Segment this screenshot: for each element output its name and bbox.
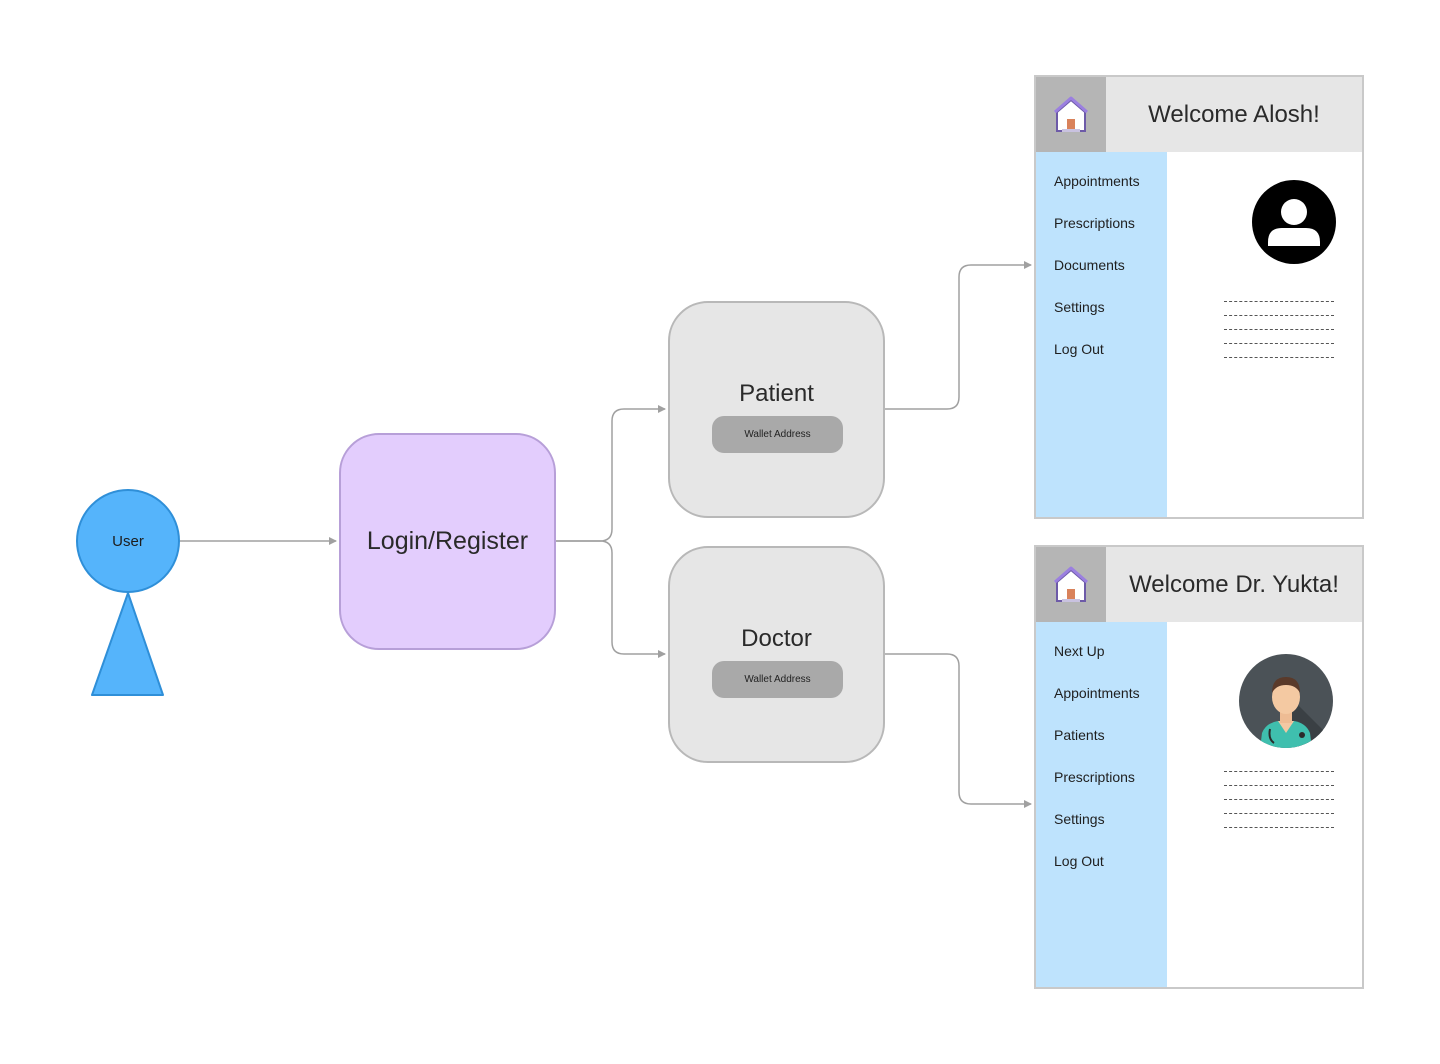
sidebar-item-patients[interactable]: Patients (1054, 727, 1105, 743)
connector-login-doctor (556, 540, 666, 658)
doctor-sidebar: Next Up Appointments Patients Prescripti… (1036, 622, 1167, 987)
connector-login-patient (556, 405, 666, 542)
home-icon (1054, 96, 1088, 132)
login-register-node: Login/Register (339, 433, 556, 650)
patient-profile-placeholder-lines (1224, 301, 1334, 371)
connector-patient-dashboard (885, 261, 1032, 410)
sidebar-item-log-out[interactable]: Log Out (1054, 341, 1104, 357)
doctor-wallet-address: Wallet Address (712, 661, 843, 698)
user-label: User (112, 532, 144, 550)
sidebar-item-appointments[interactable]: Appointments (1054, 173, 1140, 189)
sidebar-item-settings[interactable]: Settings (1054, 299, 1105, 315)
connector-doctor-dashboard (885, 653, 1032, 808)
patient-dashboard: Welcome Alosh! Appointments Prescription… (1034, 75, 1364, 519)
doctor-welcome-title: Welcome Dr. Yukta! (1129, 570, 1339, 598)
patient-node: Patient Wallet Address (668, 301, 885, 518)
sidebar-item-log-out[interactable]: Log Out (1054, 853, 1104, 869)
doctor-dashboard: Welcome Dr. Yukta! Next Up Appointments … (1034, 545, 1364, 989)
doctor-node: Doctor Wallet Address (668, 546, 885, 763)
doctor-profile-placeholder-lines (1224, 771, 1334, 841)
patient-sidebar: Appointments Prescriptions Documents Set… (1036, 152, 1167, 517)
user-silhouette-icon (1252, 180, 1336, 264)
sidebar-item-prescriptions[interactable]: Prescriptions (1054, 769, 1135, 785)
doctor-wallet-label: Wallet Address (744, 674, 811, 685)
doctor-avatar-icon (1239, 654, 1333, 748)
patient-title: Patient (739, 380, 814, 407)
sidebar-item-next-up[interactable]: Next Up (1054, 643, 1105, 659)
home-button[interactable] (1036, 77, 1106, 152)
home-icon (1054, 566, 1088, 602)
patient-wallet-label: Wallet Address (744, 429, 811, 440)
sidebar-item-documents[interactable]: Documents (1054, 257, 1125, 273)
patient-welcome-title: Welcome Alosh! (1148, 100, 1320, 128)
login-label: Login/Register (366, 527, 529, 555)
user-actor: User (76, 489, 180, 593)
home-button[interactable] (1036, 547, 1106, 622)
patient-wallet-address: Wallet Address (712, 416, 843, 453)
user-body-triangle (91, 592, 164, 696)
doctor-title: Doctor (741, 625, 812, 652)
sidebar-item-appointments[interactable]: Appointments (1054, 685, 1140, 701)
sidebar-item-prescriptions[interactable]: Prescriptions (1054, 215, 1135, 231)
sidebar-item-settings[interactable]: Settings (1054, 811, 1105, 827)
